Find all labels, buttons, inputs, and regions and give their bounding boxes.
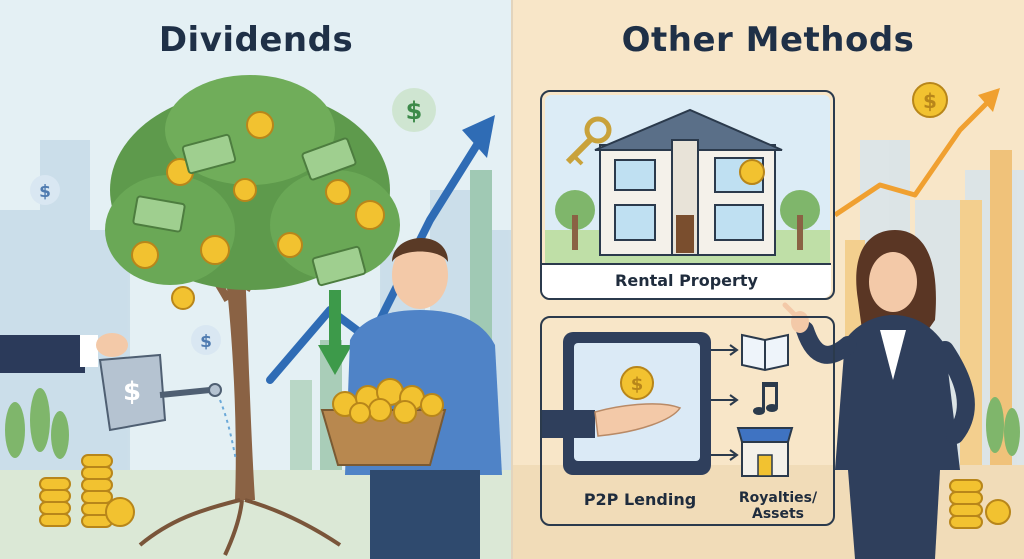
connector-arrows: [711, 344, 739, 461]
plant-left: [5, 388, 69, 459]
businesswoman: [782, 230, 975, 559]
p2p-royalties-card: [540, 316, 835, 526]
royalties-line: Royalties/: [738, 490, 818, 506]
svg-text:$: $: [200, 332, 212, 352]
plant-right: [986, 397, 1020, 456]
rental-property-label: Rental Property: [615, 271, 758, 290]
svg-text:$: $: [406, 97, 423, 125]
svg-text:$: $: [39, 182, 51, 202]
money-tree-icon: [105, 75, 400, 556]
investor-man: [320, 237, 502, 559]
coin-basket-icon: [320, 378, 447, 466]
key-icon: [565, 116, 612, 166]
rental-card-art: [545, 95, 830, 263]
rental-property-card: [540, 90, 835, 300]
svg-text:$: $: [923, 89, 937, 113]
open-book-icon: [741, 333, 789, 372]
down-arrow-icon: [318, 290, 352, 375]
trend-arrow-icon: [833, 88, 1000, 218]
svg-text:$: $: [123, 377, 141, 407]
dividends-panel: $ $ $: [0, 0, 512, 559]
house-icon: [594, 108, 783, 256]
royalties-assets-label: Royalties/ Assets: [730, 490, 826, 522]
rental-label-strip: [542, 263, 831, 298]
shop-icon: [736, 427, 794, 477]
svg-text:$: $: [631, 374, 644, 395]
coin-stack-icon: [39, 454, 135, 528]
dollar-bubble-icon: $ $ $: [30, 88, 436, 355]
coin-icon: $: [912, 82, 948, 118]
lending-hand: [540, 403, 682, 438]
dividends-title: Dividends: [158, 20, 354, 60]
other-methods-title: Other Methods: [621, 20, 915, 60]
watering-can-icon: $: [0, 333, 237, 461]
coin-stack-icon: [949, 479, 1011, 529]
p2p-lending-label: P2P Lending: [583, 490, 697, 509]
music-note-icon: [753, 382, 778, 415]
p2p-card-art: $: [540, 332, 794, 477]
assets-line: Assets: [751, 506, 805, 522]
